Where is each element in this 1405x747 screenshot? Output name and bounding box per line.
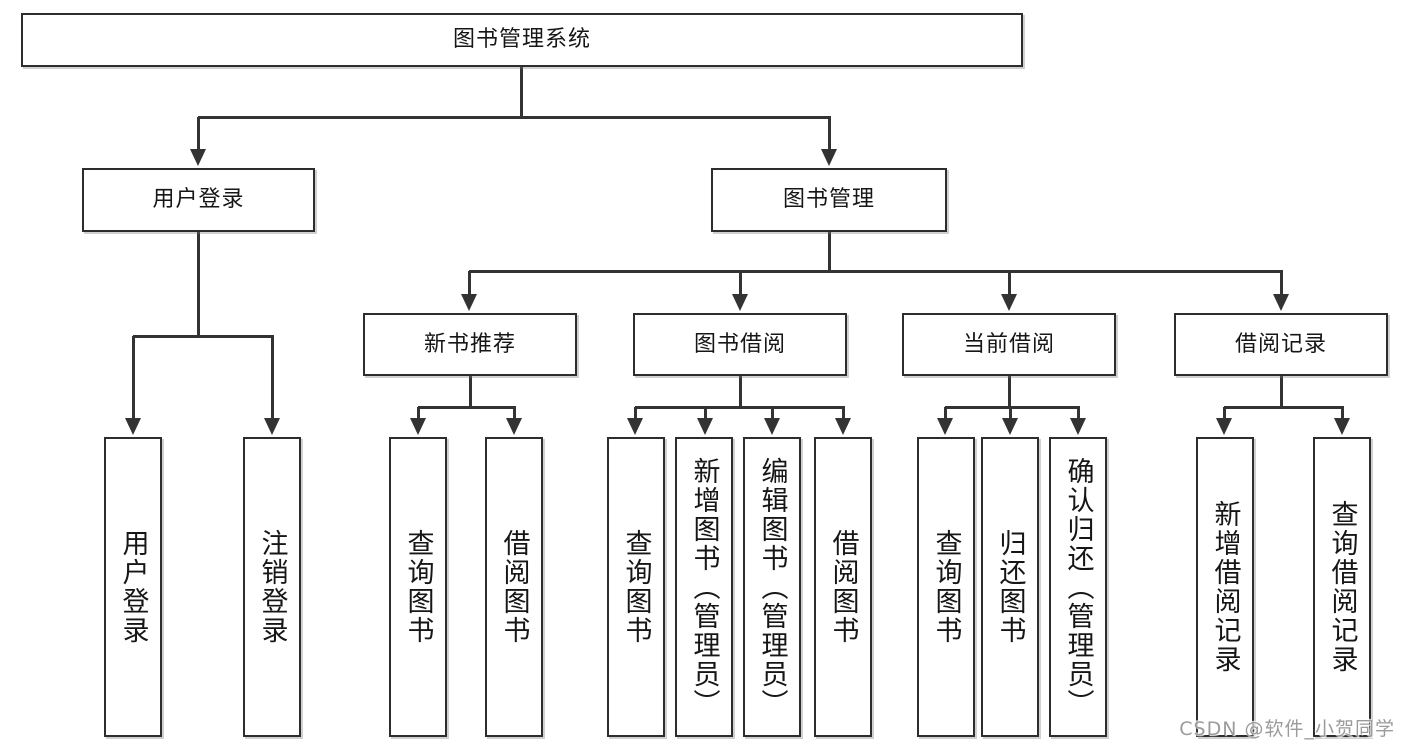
arrow-stem: [1222, 407, 1226, 419]
connector-line: [1008, 376, 1011, 409]
leaf-return-book: 归还图书: [981, 437, 1039, 737]
node-new-book-recommend: 新书推荐: [363, 313, 577, 376]
connector-line: [198, 116, 831, 119]
arrow-stem: [131, 336, 135, 419]
connector-line: [739, 376, 742, 409]
watermark: CSDN @软件_小贺同学: [1179, 718, 1395, 740]
connector-line: [520, 67, 523, 119]
root-node-label: 图书管理系统: [452, 27, 591, 52]
arrow-stem: [841, 407, 845, 419]
node-book-management-label: 图书管理: [782, 187, 875, 212]
node-book-borrowing-label: 图书借阅: [693, 331, 786, 357]
leaf-return-book-label: 归还图书: [994, 529, 1026, 645]
arrow-stem: [270, 336, 274, 419]
arrow-down-icon: [461, 294, 477, 311]
arrow-down-icon: [627, 418, 643, 435]
leaf-borrow-book: 借阅图书: [485, 437, 543, 737]
leaf-borrow-book-label: 借阅图书: [827, 529, 859, 645]
arrow-stem: [512, 407, 516, 419]
arrow-down-icon: [732, 294, 748, 311]
arrow-stem: [738, 271, 742, 295]
arrow-stem: [196, 117, 200, 150]
leaf-query-book-label: 查询图书: [930, 529, 962, 645]
leaf-query-book-label: 查询图书: [620, 529, 652, 645]
leaf-logout: 注销登录: [243, 437, 301, 737]
leaf-add-borrow-record: 新增借阅记录: [1196, 437, 1254, 737]
connector-line: [1224, 406, 1344, 409]
arrow-down-icon: [697, 418, 713, 435]
leaf-user-login: 用户登录: [104, 437, 162, 737]
leaf-add-book-admin-label: 新增图书（管理员）: [688, 456, 720, 718]
arrow-down-icon: [506, 418, 522, 435]
arrow-stem: [703, 407, 707, 419]
arrow-stem: [827, 117, 831, 150]
node-borrowing-records: 借阅记录: [1174, 313, 1388, 376]
node-user-login: 用户登录: [82, 168, 315, 232]
leaf-confirm-return-admin-label: 确认归还（管理员）: [1062, 456, 1094, 718]
leaf-user-login-label: 用户登录: [117, 529, 149, 645]
arrow-down-icon: [1070, 418, 1086, 435]
leaf-query-book: 查询图书: [389, 437, 447, 737]
arrow-stem: [633, 407, 637, 419]
arrow-down-icon: [410, 418, 426, 435]
arrow-down-icon: [264, 418, 280, 435]
leaf-query-book: 查询图书: [917, 437, 975, 737]
leaf-query-borrow-record-label: 查询借阅记录: [1326, 500, 1358, 674]
node-user-login-label: 用户登录: [152, 187, 245, 212]
connector-line: [197, 232, 200, 338]
node-current-borrowing: 当前借阅: [902, 313, 1116, 376]
node-book-management: 图书管理: [711, 168, 947, 232]
node-borrowing-records-label: 借阅记录: [1234, 331, 1327, 357]
arrow-stem: [770, 407, 774, 419]
arrow-down-icon: [125, 418, 141, 435]
connector-line: [828, 232, 831, 273]
leaf-edit-book-admin-label: 编辑图书（管理员）: [756, 456, 788, 718]
leaf-logout-label: 注销登录: [256, 529, 288, 645]
leaf-edit-book-admin: 编辑图书（管理员）: [743, 437, 801, 737]
node-new-book-recommend-label: 新书推荐: [423, 331, 516, 357]
arrow-stem: [416, 407, 420, 419]
connector-line: [469, 270, 1283, 273]
leaf-confirm-return-admin: 确认归还（管理员）: [1049, 437, 1107, 737]
leaf-borrow-book: 借阅图书: [814, 437, 872, 737]
arrow-down-icon: [764, 418, 780, 435]
leaf-query-book-label: 查询图书: [402, 529, 434, 645]
arrow-down-icon: [1334, 418, 1350, 435]
arrow-down-icon: [1216, 418, 1232, 435]
arrow-down-icon: [1001, 294, 1017, 311]
arrow-stem: [1008, 407, 1012, 419]
connector-line: [1280, 376, 1283, 409]
arrow-down-icon: [835, 418, 851, 435]
connector-line: [418, 406, 516, 409]
arrow-down-icon: [1273, 294, 1289, 311]
arrow-stem: [1279, 271, 1283, 295]
arrow-down-icon: [821, 149, 837, 166]
leaf-add-book-admin: 新增图书（管理员）: [675, 437, 733, 737]
arrow-down-icon: [190, 149, 206, 166]
leaf-query-borrow-record: 查询借阅记录: [1313, 437, 1371, 737]
connector-line: [945, 406, 1080, 409]
arrow-stem: [1340, 407, 1344, 419]
leaf-add-borrow-record-label: 新增借阅记录: [1209, 500, 1241, 674]
arrow-stem: [943, 407, 947, 419]
arrow-stem: [1076, 407, 1080, 419]
arrow-down-icon: [937, 418, 953, 435]
node-current-borrowing-label: 当前借阅: [962, 331, 1055, 357]
root-node: 图书管理系统: [21, 13, 1023, 67]
connector-line: [133, 335, 274, 338]
leaf-query-book: 查询图书: [607, 437, 665, 737]
connector-line: [469, 376, 472, 409]
leaf-borrow-book-label: 借阅图书: [498, 529, 530, 645]
arrow-stem: [1007, 271, 1011, 295]
arrow-stem: [467, 271, 471, 295]
node-book-borrowing: 图书借阅: [633, 313, 847, 376]
arrow-down-icon: [1002, 418, 1018, 435]
